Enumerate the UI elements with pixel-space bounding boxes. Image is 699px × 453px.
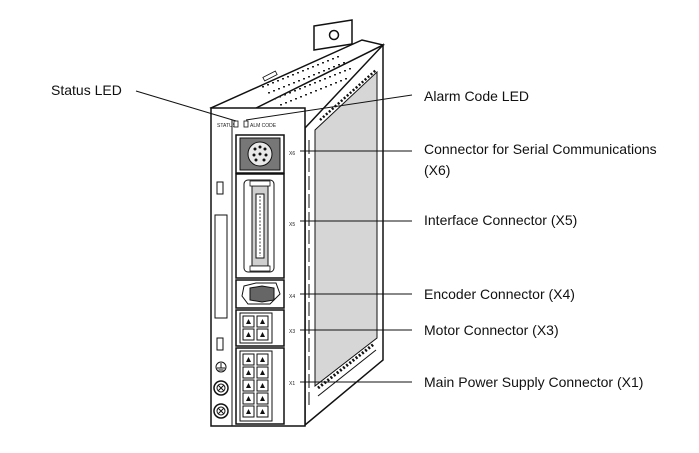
serial-connector-label: Connector for Serial Communications (X6) xyxy=(424,140,657,179)
motor-connector-label: Motor Connector (X3) xyxy=(424,322,559,338)
housing-top xyxy=(209,39,386,121)
alarm-code-led xyxy=(243,120,249,128)
x3-panel-label: X3 xyxy=(289,329,295,335)
housing-side xyxy=(304,43,384,427)
leader-lines xyxy=(135,90,413,383)
x5-panel-label: X5 xyxy=(289,222,295,228)
x4-panel-label: X4 xyxy=(289,294,295,300)
x6-panel-label: X6 xyxy=(289,151,295,157)
alm-code-panel-label: ALM CODE xyxy=(250,123,277,129)
front-left-details xyxy=(213,181,229,419)
x1-panel-label: X1 xyxy=(289,381,295,387)
mounting-tab xyxy=(313,19,353,51)
main-power-connector-x1: X1 xyxy=(235,347,295,425)
encoder-connector-label: Encoder Connector (X4) xyxy=(424,286,575,302)
main-power-connector-label: Main Power Supply Connector (X1) xyxy=(424,374,644,390)
leader-alarm-code-led xyxy=(245,94,413,121)
interface-connector-label: Interface Connector (X5) xyxy=(424,212,578,228)
status-led xyxy=(233,120,239,128)
encoder-connector-x4: X4 xyxy=(235,279,295,309)
interface-connector-x5: X5 xyxy=(235,173,295,279)
serial-connector-x6: X6 xyxy=(235,134,295,174)
led-panel: STATUS ALM CODE xyxy=(217,120,277,129)
ground-screw-top xyxy=(213,380,229,396)
serial-connector-label-line1: Connector for Serial Communications xyxy=(424,141,657,157)
ground-screw-bottom xyxy=(213,403,229,419)
status-led-label: Status LED xyxy=(51,82,122,98)
serial-connector-label-line2: (X6) xyxy=(424,162,451,178)
alarm-code-led-label: Alarm Code LED xyxy=(424,88,530,104)
leader-status-led xyxy=(135,90,237,122)
motor-connector-x3: X3 xyxy=(235,309,295,347)
status-panel-label: STATUS xyxy=(217,123,237,129)
ground-icon xyxy=(215,361,227,373)
